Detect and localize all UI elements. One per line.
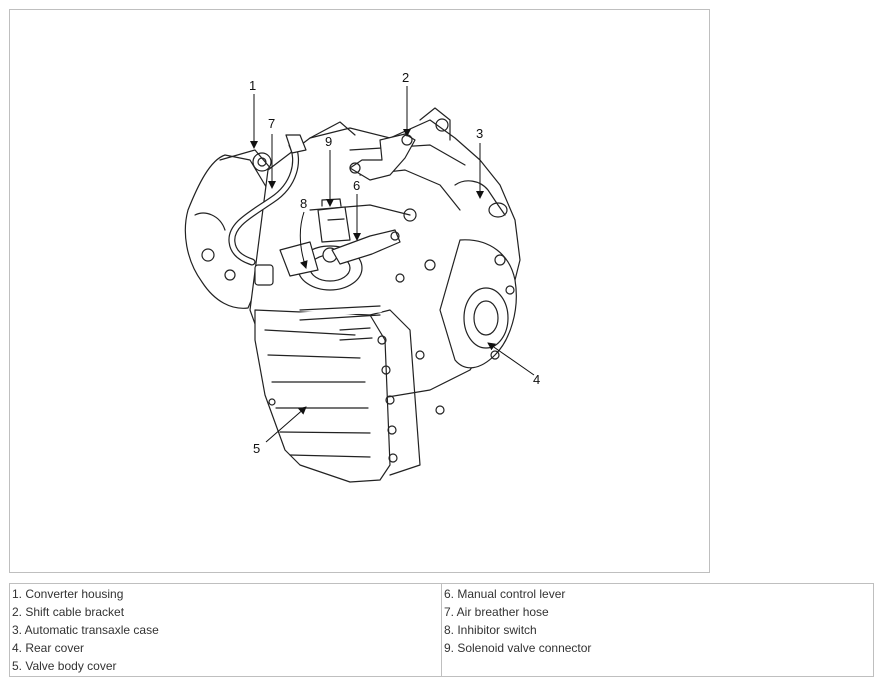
- legend-column-left: 1. Converter housing 2. Shift cable brac…: [9, 583, 442, 677]
- legend-item-5: 5. Valve body cover: [12, 659, 117, 673]
- valve-body-cover-shape: [254, 309, 391, 483]
- transaxle-illustration: 1 2 3 4 5 6 7 8 9: [184, 70, 540, 483]
- legend-item-4: 4. Rear cover: [12, 641, 85, 655]
- manual-lever-shape: [331, 229, 401, 265]
- leader-line-4: [487, 342, 535, 376]
- callout-numbers: 1 2 3 4 5 6 7 8 9: [249, 70, 540, 456]
- leader-lines: [250, 86, 535, 443]
- callout-9: 9: [325, 134, 332, 149]
- legend-column-right: 6. Manual control lever 7. Air breather …: [441, 583, 874, 677]
- legend-row: 1. Converter housing 2. Shift cable brac…: [9, 583, 874, 677]
- legend-item-7: 7. Air breather hose: [444, 605, 549, 619]
- callout-1: 1: [249, 78, 256, 93]
- shift-cable-bracket-shape: [349, 133, 416, 181]
- legend-item-3: 3. Automatic transaxle case: [12, 623, 159, 637]
- callout-4: 4: [533, 372, 540, 387]
- converter-housing-shape: [184, 154, 273, 309]
- solenoid-connector-shape: [317, 206, 351, 243]
- callout-8: 8: [300, 196, 307, 211]
- legend-item-8: 8. Inhibitor switch: [444, 623, 537, 637]
- legend-table: 1. Converter housing 2. Shift cable brac…: [9, 583, 874, 677]
- callout-5: 5: [253, 441, 260, 456]
- callout-7: 7: [268, 116, 275, 131]
- leader-line-5: [265, 406, 307, 443]
- transaxle-drawing: [184, 107, 521, 483]
- leader-line-8: [299, 211, 308, 269]
- legend-item-9: 9. Solenoid valve connector: [444, 641, 592, 655]
- callout-3: 3: [476, 126, 483, 141]
- legend-item-6: 6. Manual control lever: [444, 587, 566, 601]
- callout-6: 6: [353, 178, 360, 193]
- legend-item-1: 1. Converter housing: [12, 587, 124, 601]
- callout-2: 2: [402, 70, 409, 85]
- rear-cover-shape: [439, 239, 517, 369]
- legend-item-2: 2. Shift cable bracket: [12, 605, 125, 619]
- figure-frame: 1 2 3 4 5 6 7 8 9: [9, 9, 710, 573]
